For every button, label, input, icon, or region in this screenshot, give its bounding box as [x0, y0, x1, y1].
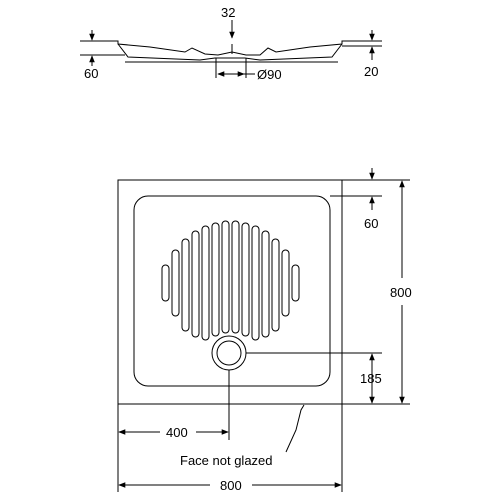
rib	[201, 225, 210, 341]
rib	[171, 249, 180, 317]
rib	[251, 225, 260, 341]
dim-height-label: 800	[390, 285, 412, 300]
rib	[211, 222, 220, 337]
rib	[261, 230, 270, 338]
note-leader	[285, 404, 305, 453]
plan-view	[117, 168, 410, 492]
rib	[191, 230, 200, 338]
anti-slip-ribs	[161, 220, 300, 341]
dim-drain-label: Ø90	[257, 67, 282, 82]
tray-inner-basin	[133, 195, 331, 387]
rib	[231, 220, 240, 334]
rib	[241, 222, 250, 337]
tray-outer-edge	[117, 179, 343, 405]
rib	[221, 220, 230, 334]
face-not-glazed-note: Face not glazed	[180, 453, 273, 468]
dim-drain-center-label: 400	[166, 425, 188, 440]
rib	[181, 238, 190, 332]
drain-inner	[216, 340, 242, 366]
dim-top-label: 32	[221, 5, 235, 20]
rib	[291, 264, 300, 302]
rib	[271, 238, 280, 332]
dim-width-label: 800	[220, 478, 242, 493]
rib	[281, 249, 290, 317]
dim-right-label: 20	[364, 64, 378, 79]
rib	[161, 264, 170, 302]
side-view	[80, 20, 382, 78]
dim-drain-offset-label: 185	[360, 371, 382, 386]
dim-rim-label: 60	[364, 216, 378, 231]
tray-profile-inner	[117, 43, 343, 61]
dim-left-label: 60	[84, 66, 98, 81]
